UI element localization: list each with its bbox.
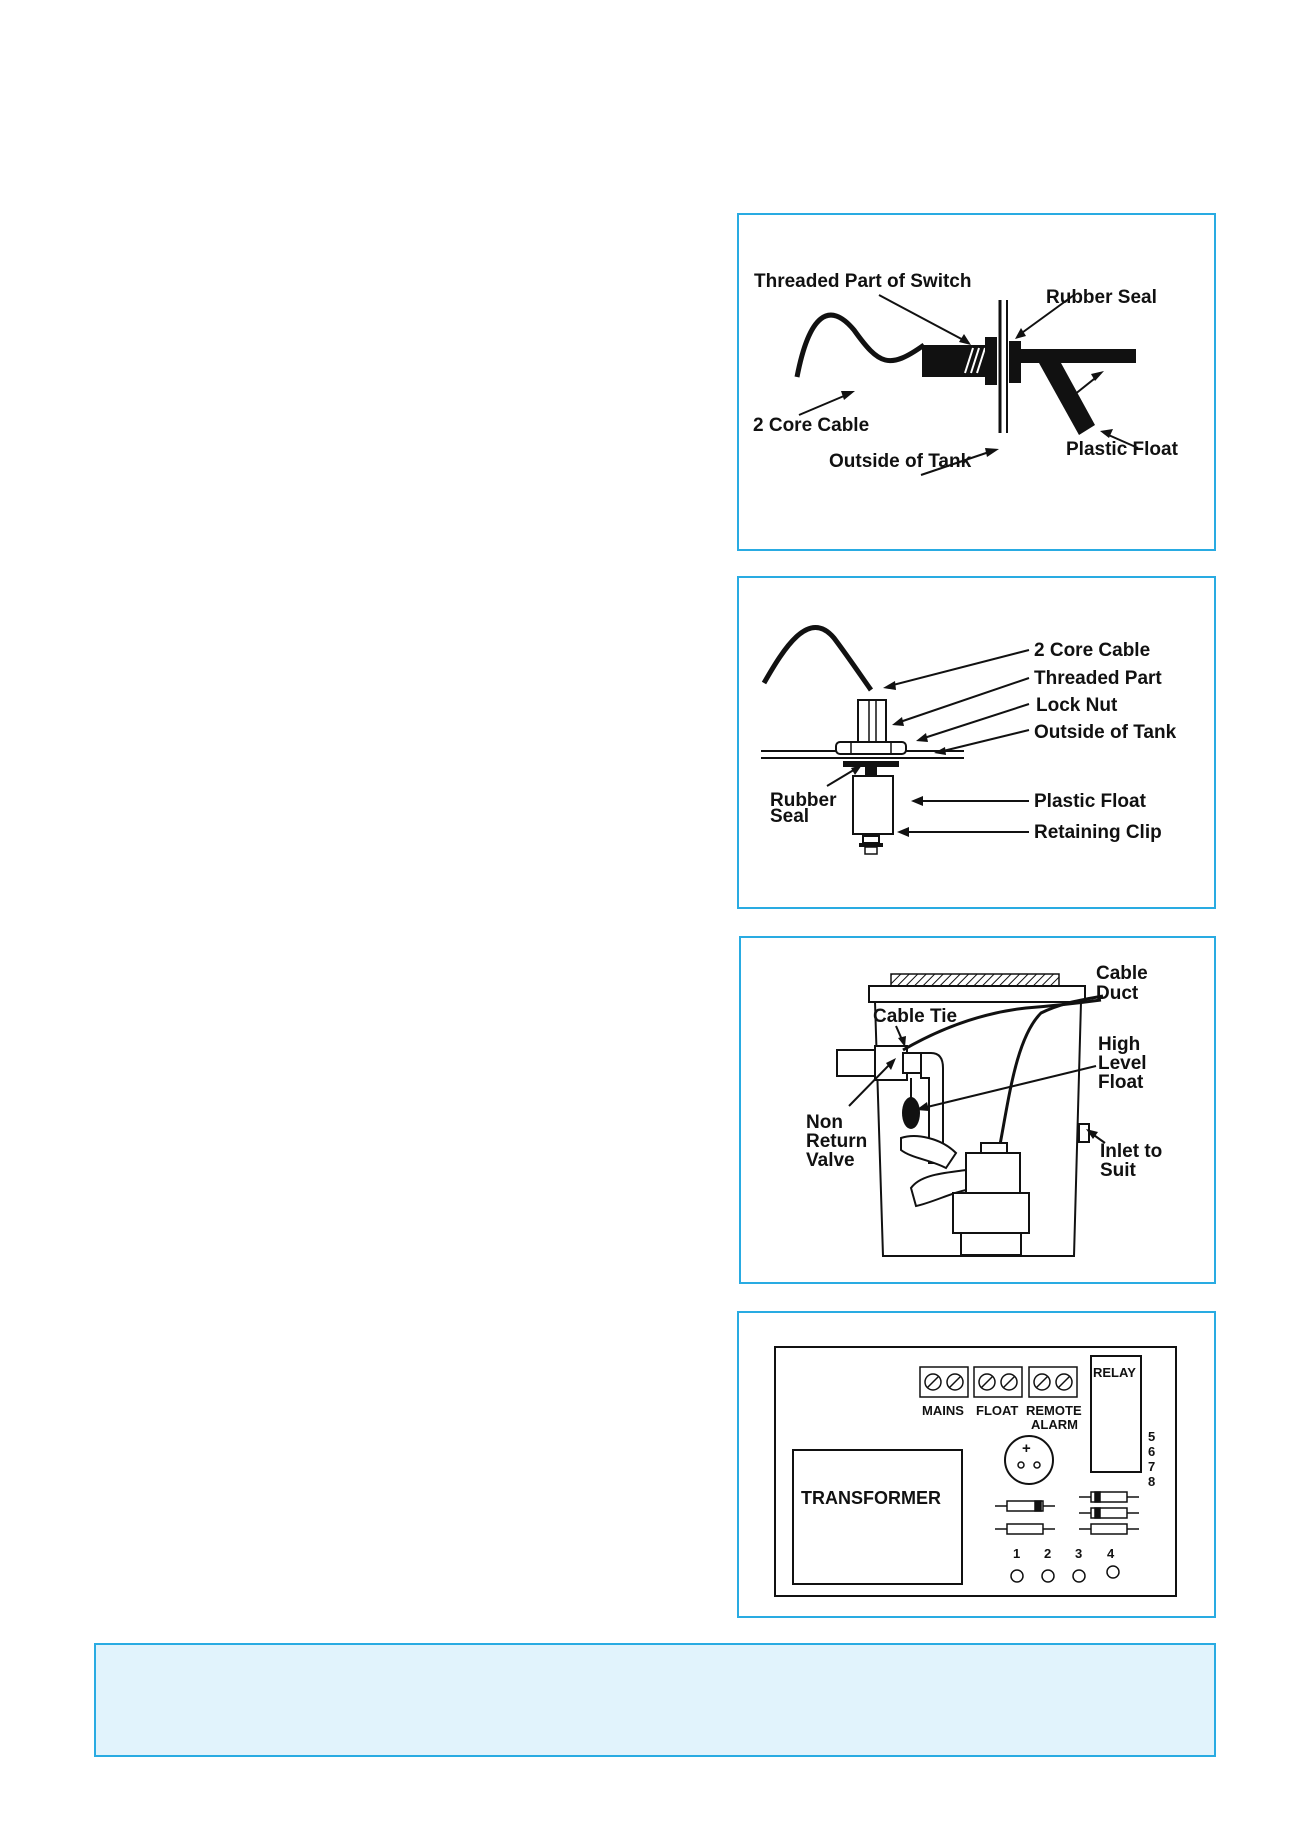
cable-line — [794, 312, 926, 378]
label-threaded-part: Threaded Part — [1034, 668, 1162, 689]
label-remote-alarm-line2: ALARM — [1031, 1417, 1078, 1432]
label-non-return-valve-line2: Return — [806, 1131, 867, 1152]
plastic-float-shape — [852, 775, 894, 835]
inlet-shape — [1078, 1123, 1090, 1143]
retaining-clip-shape — [862, 835, 880, 844]
high-level-float-shape — [902, 1097, 920, 1129]
label-terminal-2: 2 — [1044, 1546, 1051, 1561]
label-cable-duct-line1: Cable — [1096, 963, 1148, 984]
label-2-core-cable: 2 Core Cable — [753, 415, 869, 436]
transformer-shape — [792, 1449, 963, 1585]
label-high-level-float-line3: Float — [1098, 1072, 1144, 1093]
label-non-return-valve-line1: Non — [806, 1112, 843, 1133]
lock-nut-shape — [835, 741, 907, 755]
terminal-block-mains — [919, 1366, 969, 1398]
label-outside-of-tank: Outside of Tank — [1034, 722, 1177, 743]
label-float: FLOAT — [976, 1403, 1018, 1418]
label-relay: RELAY — [1093, 1365, 1136, 1380]
outlet-pipe — [836, 1045, 944, 1164]
chamber-lid — [890, 973, 1060, 987]
label-threaded-part-of-switch: Threaded Part of Switch — [754, 271, 971, 292]
pump-shape — [900, 1135, 1030, 1256]
terminal-holes — [1010, 1565, 1120, 1583]
resistor-components — [995, 1491, 1139, 1535]
switch-body — [922, 345, 994, 377]
capacitor-shape — [1004, 1435, 1054, 1485]
side-float-switch-diagram: Threaded Part of Switch Rubber Seal 2 Co… — [753, 271, 1179, 476]
float-arm — [1021, 349, 1136, 363]
label-plastic-float: Plastic Float — [1034, 791, 1147, 812]
pump-cable — [997, 994, 1104, 1151]
leader-lines — [826, 649, 1030, 833]
figure-vertical-float-switch: 2 Core Cable Threaded Part Lock Nut Outs… — [737, 576, 1216, 909]
control-board-diagram: RELAY MAINS FLOAT REMOTE ALARM + TRANSFO… — [774, 1346, 1177, 1597]
terminal-block-remote-alarm — [1028, 1366, 1078, 1398]
label-relay-pin-6: 6 — [1148, 1444, 1155, 1459]
rubber-seal-shape — [985, 337, 997, 385]
label-relay-pin-7: 7 — [1148, 1459, 1155, 1474]
label-relay-pin-8: 8 — [1148, 1474, 1155, 1489]
label-plus: + — [1022, 1440, 1031, 1457]
label-outside-of-tank: Outside of Tank — [829, 451, 972, 472]
threaded-part-shape — [857, 699, 887, 745]
arrow-heads — [851, 681, 946, 837]
label-high-level-float-line1: High — [1098, 1034, 1140, 1055]
rubber-seal-shape — [843, 761, 899, 767]
figure-control-board: RELAY MAINS FLOAT REMOTE ALARM + TRANSFO… — [737, 1311, 1216, 1618]
label-2-core-cable: 2 Core Cable — [1034, 640, 1150, 661]
label-rubber-seal: Rubber Seal — [1046, 287, 1157, 308]
arrow-heads — [841, 328, 1113, 457]
label-mains: MAINS — [922, 1403, 964, 1418]
thread-hatch — [964, 347, 986, 374]
label-inlet-to-suit-line2: Suit — [1100, 1160, 1137, 1181]
leader-lines — [848, 1025, 1106, 1144]
label-remote-alarm-line1: REMOTE — [1026, 1403, 1082, 1418]
label-retaining-clip: Retaining Clip — [1034, 822, 1162, 843]
figure-side-float-switch: Threaded Part of Switch Rubber Seal 2 Co… — [737, 213, 1216, 551]
terminal-block-float — [973, 1366, 1023, 1398]
label-terminal-4: 4 — [1107, 1546, 1115, 1561]
label-inlet-to-suit-line1: Inlet to — [1100, 1141, 1162, 1162]
relay-shape — [1090, 1355, 1142, 1473]
label-rubber-seal-line2: Seal — [770, 806, 809, 827]
lock-nut-shape — [1009, 341, 1021, 383]
vertical-float-switch-diagram: 2 Core Cable Threaded Part Lock Nut Outs… — [761, 624, 1177, 855]
label-high-level-float-line2: Level — [1098, 1053, 1147, 1074]
float-cable — [902, 998, 1102, 1052]
arrow-heads — [886, 1036, 1098, 1139]
label-rubber-seal-line1: Rubber — [770, 790, 837, 811]
label-transformer: TRANSFORMER — [801, 1488, 941, 1508]
label-terminal-1: 1 — [1013, 1546, 1020, 1561]
label-non-return-valve-line3: Valve — [806, 1150, 855, 1171]
plastic-float-shape — [1039, 363, 1095, 435]
label-lock-nut: Lock Nut — [1036, 695, 1118, 716]
pump-chamber-diagram: Cable Duct Cable Tie High Level Float No… — [806, 963, 1162, 1257]
note-box — [94, 1643, 1216, 1757]
cable-line — [761, 624, 874, 692]
label-cable-tie: Cable Tie — [873, 1006, 957, 1027]
figure-pump-chamber: Cable Duct Cable Tie High Level Float No… — [739, 936, 1216, 1284]
label-plastic-float: Plastic Float — [1066, 439, 1179, 460]
label-cable-duct-line2: Duct — [1096, 983, 1139, 1004]
label-relay-pin-5: 5 — [1148, 1429, 1155, 1444]
chamber-rim — [868, 985, 1086, 1003]
label-terminal-3: 3 — [1075, 1546, 1082, 1561]
